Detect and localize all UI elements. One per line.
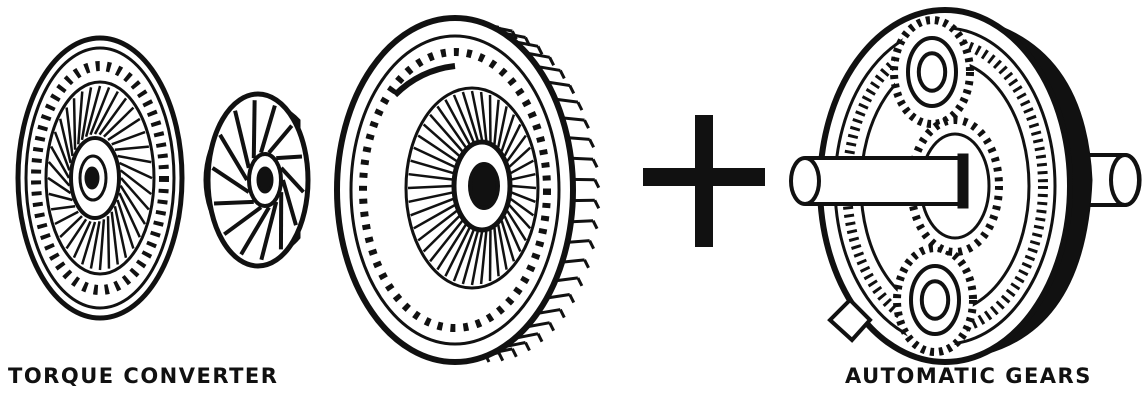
plus-sign-icon <box>643 115 765 247</box>
planetary-gear-set <box>791 10 1140 362</box>
automatic-gears-label: AUTOMATIC GEARS <box>845 364 1092 388</box>
stator-wheel <box>205 94 308 266</box>
turbine-wheel <box>18 38 182 318</box>
impeller-wheel <box>337 18 599 362</box>
torque-converter-label: TORQUE CONVERTER <box>8 364 278 388</box>
